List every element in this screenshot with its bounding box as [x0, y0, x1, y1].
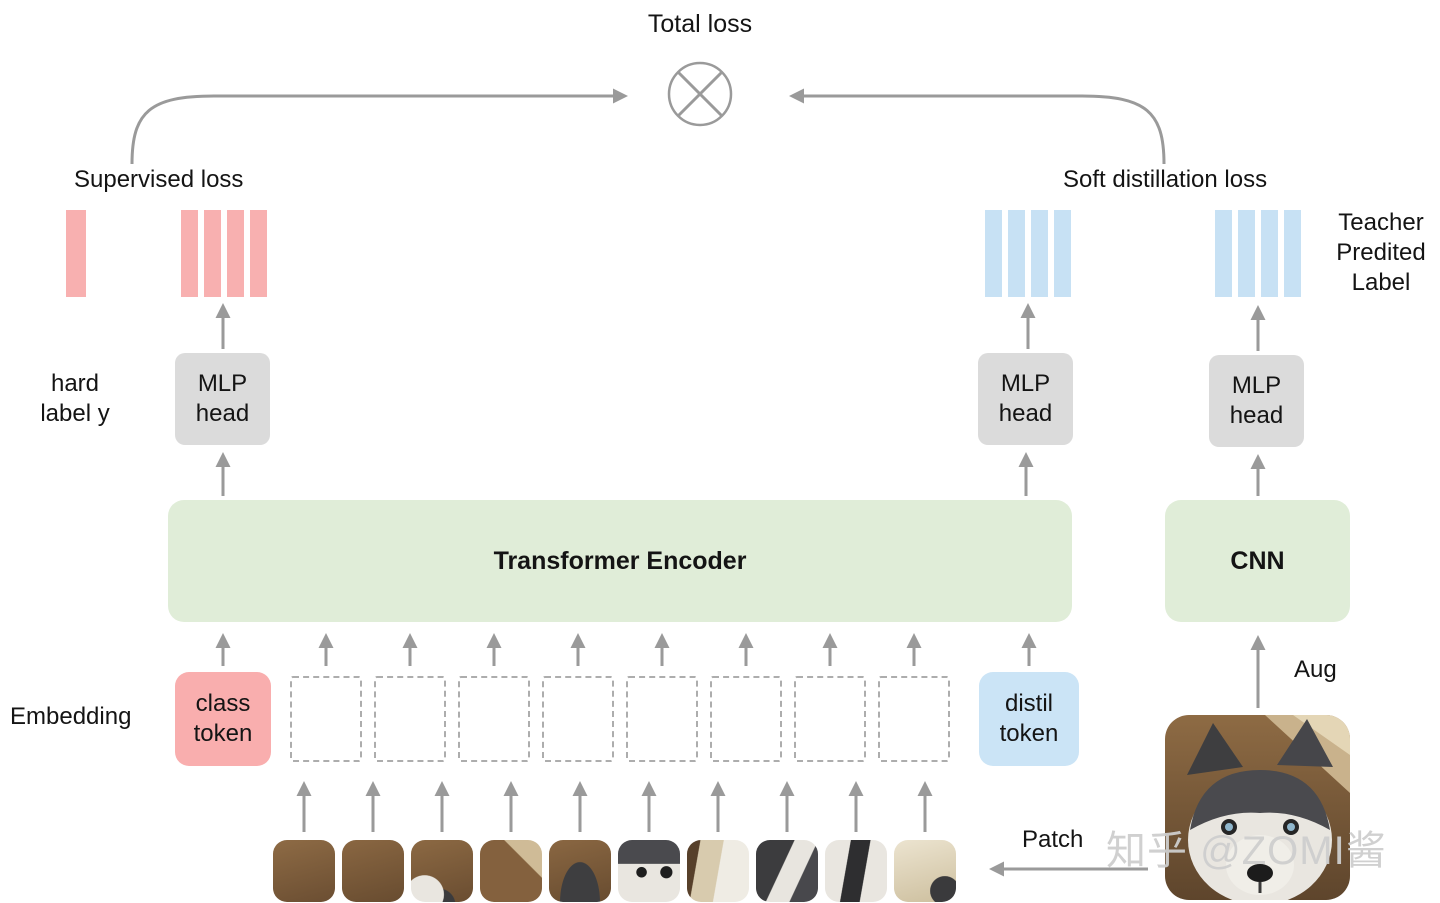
- hard-label-y-label: hard label y: [16, 369, 134, 429]
- patch-embedding-slot: [458, 676, 530, 762]
- total-loss-label: Total loss: [647, 10, 753, 38]
- logit-bar: [1284, 210, 1301, 297]
- image-patch: [549, 840, 611, 902]
- transformer-encoder-label: Transformer Encoder: [493, 546, 747, 575]
- distil-token-label-line: distil: [1004, 690, 1053, 717]
- watermark: 知乎 @ZOMI酱: [1106, 829, 1387, 873]
- mlp-to-logits-arrows: [215, 303, 1266, 351]
- aug-label: Aug: [1294, 656, 1337, 683]
- logit-bar: [227, 210, 244, 297]
- mlp-head-label-line: head: [998, 400, 1053, 427]
- logit-bar: [1008, 210, 1025, 297]
- patch-embedding-slot: [290, 676, 362, 762]
- logit-bar: [985, 210, 1002, 297]
- mlp-head-label-line: head: [1229, 402, 1284, 429]
- logit-bar: [250, 210, 267, 297]
- logit-bar: [1215, 210, 1232, 297]
- embedding-to-encoder-arrows: [215, 633, 1037, 666]
- embedding-label: Embedding: [10, 703, 132, 730]
- patch-embedding-slot: [542, 676, 614, 762]
- patch-embedding-slot: [374, 676, 446, 762]
- hard-label-y-line: label y: [40, 400, 110, 427]
- class-token-label-line: class: [195, 690, 251, 717]
- patch-embedding-slot: [794, 676, 866, 762]
- husky-photo-graphic: [1165, 715, 1350, 900]
- distil-token-box: distil token: [979, 672, 1079, 766]
- class-token-label-line: token: [193, 720, 253, 747]
- image-patch: [618, 840, 680, 902]
- logit-bar: [1054, 210, 1071, 297]
- cnn-box: CNN: [1165, 500, 1350, 622]
- patch-embedding-slot: [878, 676, 950, 762]
- class-head-logits-group: [181, 210, 267, 297]
- teacher-predicted-label: Teacher Predited Label: [1328, 208, 1434, 298]
- multiply-combine-icon: [667, 61, 733, 127]
- image-patch-row: [273, 840, 956, 902]
- image-patch: [342, 840, 404, 902]
- distil-token-label-line: token: [999, 720, 1059, 747]
- supervised-loss-label: Supervised loss: [74, 166, 244, 193]
- image-patch: [480, 840, 542, 902]
- logit-bar: [1031, 210, 1048, 297]
- patch-embedding-slot: [626, 676, 698, 762]
- teacher-predicted-label-line: Label: [1351, 269, 1411, 296]
- transformer-encoder-box: Transformer Encoder: [168, 500, 1072, 622]
- patch-embedding-slot: [710, 676, 782, 762]
- logit-bar: [66, 210, 86, 297]
- mlp-head-label-line: MLP: [1231, 372, 1282, 399]
- teacher-predicted-label-line: Teacher: [1338, 209, 1424, 236]
- mlp-head-label-line: MLP: [1000, 370, 1051, 397]
- image-patch: [411, 840, 473, 902]
- distil-head-logits-group: [985, 210, 1071, 297]
- supervised-loss-arrow: [130, 88, 628, 165]
- encoder-to-mlp-arrows: [215, 452, 1266, 496]
- logit-bar: [1238, 210, 1255, 297]
- mlp-head-label-line: MLP: [197, 370, 248, 397]
- patch-embedding-slots: [290, 676, 950, 762]
- image-patch: [894, 840, 956, 902]
- cnn-label: CNN: [1230, 546, 1285, 575]
- mlp-head-box-distil: MLP head: [978, 353, 1073, 445]
- patch-to-embedding-arrows: [296, 781, 933, 832]
- hard-label-y-line: hard: [50, 370, 100, 397]
- distillation-loss-arrow: [789, 88, 1166, 165]
- hard-label-bar-group: [66, 210, 86, 297]
- teacher-logits-group: [1215, 210, 1301, 297]
- image-patch: [756, 840, 818, 902]
- class-token-box: class token: [175, 672, 271, 766]
- logit-bar: [204, 210, 221, 297]
- logit-bar: [181, 210, 198, 297]
- mlp-head-label-line: head: [195, 400, 250, 427]
- patch-label: Patch: [1022, 826, 1084, 853]
- husky-photo: [1165, 715, 1350, 900]
- image-patch: [273, 840, 335, 902]
- soft-distillation-loss-label: Soft distillation loss: [1063, 166, 1268, 193]
- image-patch: [825, 840, 887, 902]
- image-patch: [687, 840, 749, 902]
- mlp-head-box-class: MLP head: [175, 353, 270, 445]
- teacher-predicted-label-line: Predited: [1336, 239, 1426, 266]
- logit-bar: [1261, 210, 1278, 297]
- mlp-head-box-teacher: MLP head: [1209, 355, 1304, 447]
